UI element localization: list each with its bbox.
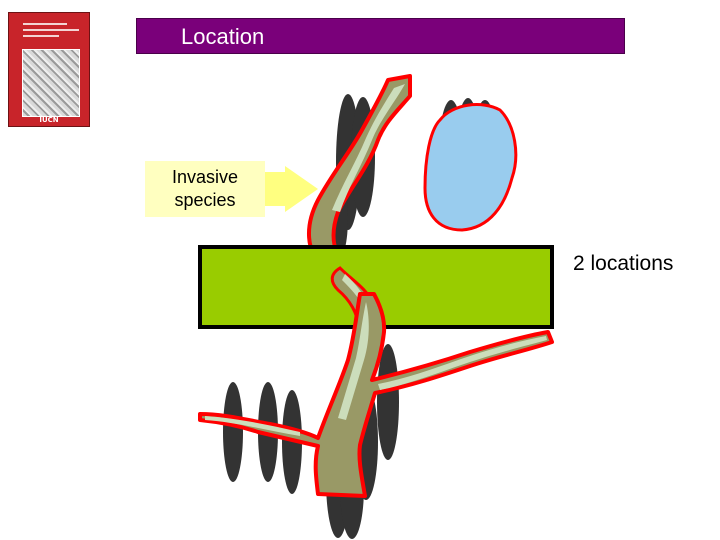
river-tributary <box>205 416 300 436</box>
river-channel <box>332 84 405 212</box>
cover-artwork <box>22 49 80 117</box>
callout-line-2: species <box>174 190 236 210</box>
cover-title-line <box>23 23 67 25</box>
occurrence-blob <box>223 382 243 482</box>
river-range-outline <box>198 292 554 498</box>
river-tributary <box>378 336 547 390</box>
cover-title-line <box>23 29 79 31</box>
threat-band <box>198 245 554 329</box>
cover-publisher-logo: IUCN <box>39 116 59 124</box>
river-channel <box>338 302 369 420</box>
book-cover-thumbnail: IUCN <box>8 12 90 127</box>
locations-label: 2 locations <box>573 252 674 275</box>
callout-line-1: Invasive <box>171 167 239 187</box>
slide-title: Location <box>136 18 625 54</box>
lake-range-outline <box>423 103 518 232</box>
invasive-species-callout: Invasive species <box>145 161 265 217</box>
invasive-species-arrow <box>265 166 318 212</box>
occurrence-blob <box>282 390 302 494</box>
cover-title-line <box>23 35 59 37</box>
